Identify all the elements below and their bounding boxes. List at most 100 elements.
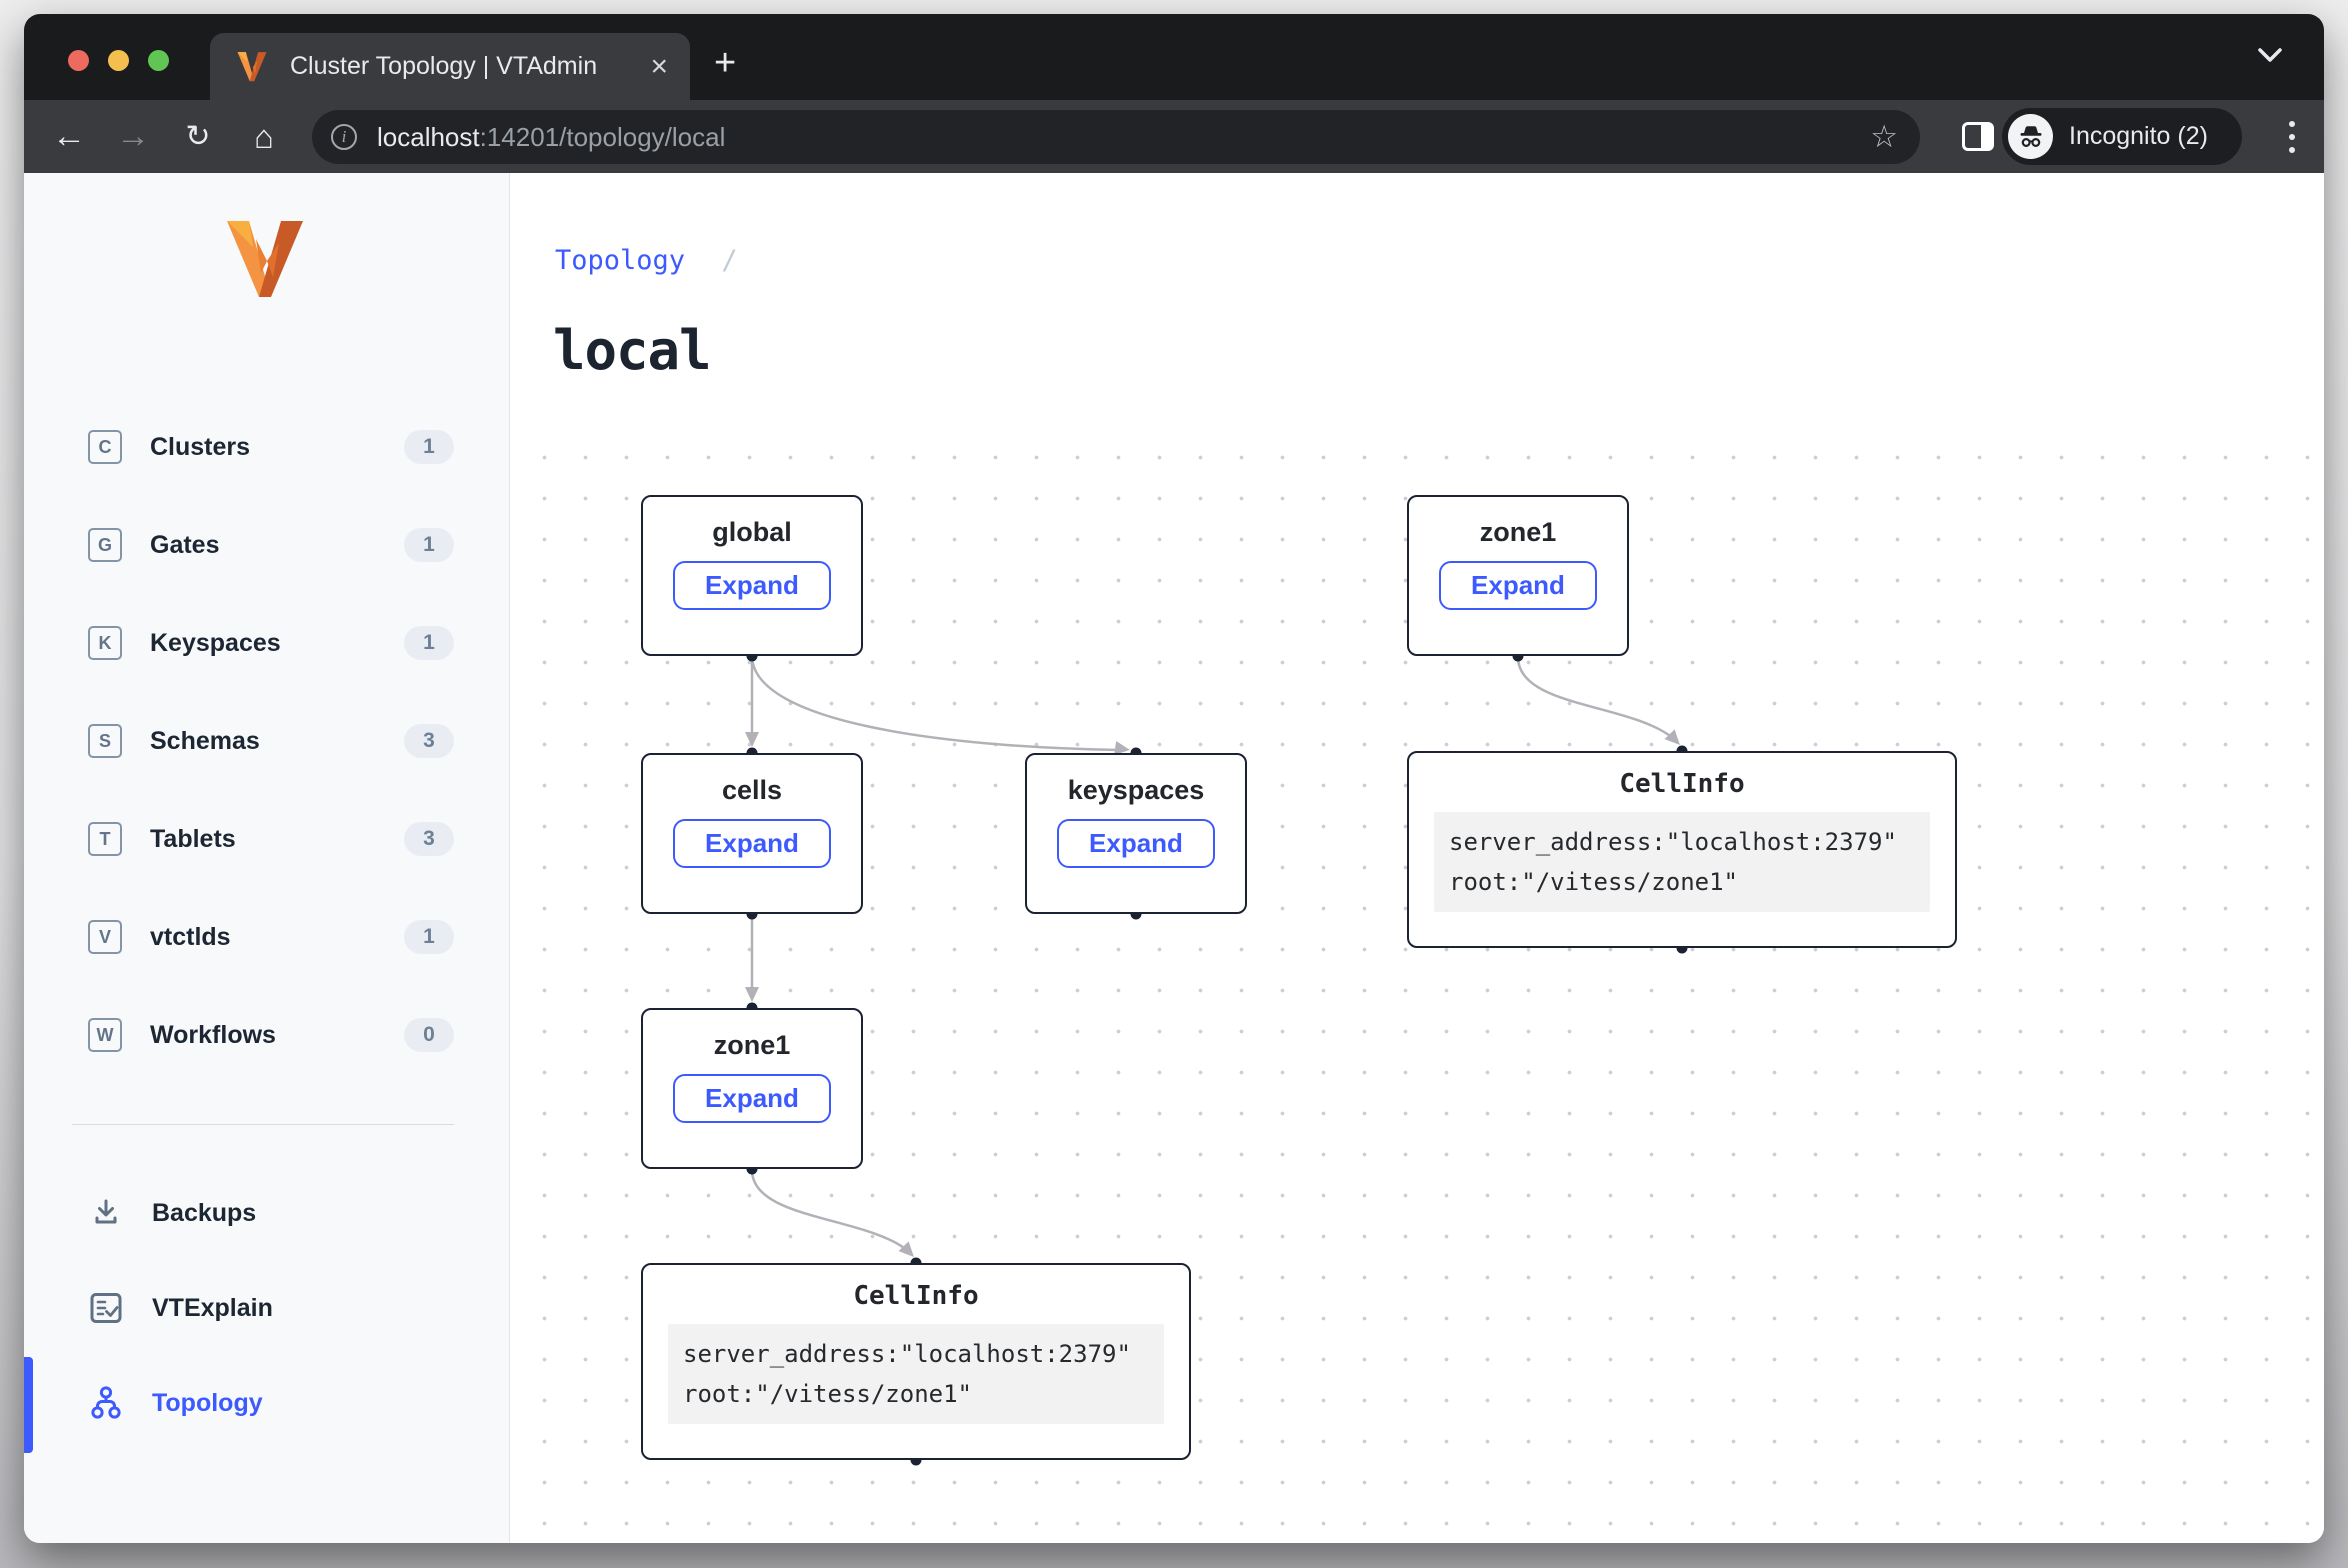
sidebar-item-label: Backups xyxy=(152,1198,257,1227)
clusters-letter-icon: C xyxy=(88,430,122,464)
browser-tab[interactable]: Cluster Topology | VTAdmin × xyxy=(210,33,690,100)
url-path: :14201/topology/local xyxy=(479,121,726,152)
node-global: global Expand xyxy=(641,495,863,656)
node-title: keyspaces xyxy=(1067,775,1205,805)
browser-window: Cluster Topology | VTAdmin × + ← → ↻ ⌂ i… xyxy=(24,14,2324,1543)
forward-icon[interactable]: → xyxy=(116,117,150,155)
gates-letter-icon: G xyxy=(88,528,122,562)
node-keyspaces: keyspaces Expand xyxy=(1025,753,1247,914)
download-icon xyxy=(95,1199,117,1224)
sidebar-item-gates[interactable]: G Gates 1 xyxy=(88,512,454,578)
back-icon[interactable]: ← xyxy=(52,117,86,155)
page-content: C Clusters 1 G Gates 1 K Keyspaces 1 S S… xyxy=(24,173,2324,1543)
topology-icon xyxy=(91,1386,121,1419)
sidebar-item-clusters[interactable]: C Clusters 1 xyxy=(88,414,454,480)
topology-canvas[interactable]: global Expand zone1 Expand cells Expand … xyxy=(510,450,2324,1543)
document-check-icon xyxy=(90,1293,122,1323)
home-icon[interactable]: ⌂ xyxy=(254,117,274,155)
node-title: CellInfo xyxy=(1619,769,1745,799)
node-zone1-lower: zone1 Expand xyxy=(641,1008,863,1169)
sidebar-item-tablets[interactable]: T Tablets 3 xyxy=(88,806,454,872)
tab-search-chevron-icon[interactable] xyxy=(2256,46,2284,64)
url-host: localhost xyxy=(377,121,480,152)
sidebar-item-label: Topology xyxy=(152,1388,263,1417)
incognito-avatar xyxy=(2008,114,2053,159)
site-info-icon[interactable]: i xyxy=(331,124,357,150)
window-minimize-button[interactable] xyxy=(108,50,129,71)
reload-icon[interactable]: ↻ xyxy=(185,120,211,153)
vitess-logo xyxy=(227,221,303,297)
expand-button[interactable]: Expand xyxy=(673,1074,831,1123)
tab-strip: Cluster Topology | VTAdmin × + xyxy=(24,14,2324,100)
window-zoom-button[interactable] xyxy=(148,50,169,71)
incognito-label: Incognito (2) xyxy=(2069,122,2208,150)
code-line: root:"/vitess/zone1" xyxy=(1449,868,1738,896)
browser-menu-icon[interactable] xyxy=(2272,100,2312,173)
url-text: localhost:14201/topology/local xyxy=(377,122,725,153)
window-close-button[interactable] xyxy=(68,50,89,71)
expand-button[interactable]: Expand xyxy=(1439,561,1597,610)
node-zone1-top: zone1 Expand xyxy=(1407,495,1629,656)
cellinfo-code: server_address:"localhost:2379" root:"/vi… xyxy=(1434,812,1930,912)
expand-button[interactable]: Expand xyxy=(673,561,831,610)
schemas-letter-icon: S xyxy=(88,724,122,758)
sidebar-item-topology[interactable]: Topology xyxy=(88,1370,454,1436)
node-cells: cells Expand xyxy=(641,753,863,914)
count-badge: 0 xyxy=(404,1018,454,1052)
sidebar-item-label: Tablets xyxy=(150,824,236,853)
sidebar-divider xyxy=(72,1124,454,1125)
sidebar-item-label: Keyspaces xyxy=(150,628,281,657)
code-line: server_address:"localhost:2379" xyxy=(683,1340,1131,1368)
breadcrumb-separator: / xyxy=(721,245,738,276)
sidebar: C Clusters 1 G Gates 1 K Keyspaces 1 S S… xyxy=(24,173,510,1543)
node-title: zone1 xyxy=(1479,517,1557,547)
count-badge: 1 xyxy=(404,920,454,954)
keyspaces-letter-icon: K xyxy=(88,626,122,660)
main-pane: Topology / local xyxy=(510,173,2324,1543)
sidebar-item-schemas[interactable]: S Schemas 3 xyxy=(88,708,454,774)
breadcrumb-topology-link[interactable]: Topology xyxy=(555,245,686,276)
sidebar-item-workflows[interactable]: W Workflows 0 xyxy=(88,1002,454,1068)
count-badge: 3 xyxy=(404,724,454,758)
sidebar-item-label: Clusters xyxy=(150,432,251,461)
code-line: root:"/vitess/zone1" xyxy=(683,1380,972,1408)
page-title: local xyxy=(553,319,712,382)
tab-close-icon[interactable]: × xyxy=(650,49,668,83)
address-bar[interactable]: i localhost:14201/topology/local ☆ xyxy=(312,110,1920,164)
incognito-badge[interactable]: Incognito (2) xyxy=(2002,108,2242,165)
expand-button[interactable]: Expand xyxy=(673,819,831,868)
vtctlds-letter-icon: V xyxy=(88,920,122,954)
sidebar-item-label: Schemas xyxy=(150,726,260,755)
tab-title: Cluster Topology | VTAdmin xyxy=(290,52,598,80)
expand-button[interactable]: Expand xyxy=(1057,819,1215,868)
browser-toolbar: ← → ↻ ⌂ i localhost:14201/topology/local… xyxy=(24,100,2324,173)
tablets-letter-icon: T xyxy=(88,822,122,856)
sidebar-item-label: VTExplain xyxy=(152,1293,273,1322)
sidebar-item-vtexplain[interactable]: VTExplain xyxy=(88,1275,454,1341)
node-title: zone1 xyxy=(713,1030,791,1060)
incognito-icon xyxy=(2020,125,2041,147)
side-panel-icon[interactable] xyxy=(1962,122,1994,151)
node-cellinfo-right: CellInfo server_address:"localhost:2379"… xyxy=(1407,751,1957,948)
cellinfo-code: server_address:"localhost:2379" root:"/vi… xyxy=(668,1324,1164,1424)
vitess-favicon-icon xyxy=(237,51,267,81)
sidebar-item-vtctlds[interactable]: V vtctlds 1 xyxy=(88,904,454,970)
sidebar-item-label: Gates xyxy=(150,530,220,559)
sidebar-tools: Backups VTExplain xyxy=(88,1180,454,1465)
count-badge: 1 xyxy=(404,528,454,562)
active-nav-indicator xyxy=(24,1357,33,1453)
node-cellinfo-bottom: CellInfo server_address:"localhost:2379"… xyxy=(641,1263,1191,1460)
count-badge: 3 xyxy=(404,822,454,856)
code-line: server_address:"localhost:2379" xyxy=(1449,828,1897,856)
breadcrumb: Topology / xyxy=(555,245,738,276)
bookmark-star-icon[interactable]: ☆ xyxy=(1870,119,1898,154)
sidebar-item-keyspaces[interactable]: K Keyspaces 1 xyxy=(88,610,454,676)
node-title: CellInfo xyxy=(853,1281,979,1311)
node-title: global xyxy=(712,517,792,547)
sidebar-nav: C Clusters 1 G Gates 1 K Keyspaces 1 S S… xyxy=(88,414,454,1100)
sidebar-item-backups[interactable]: Backups xyxy=(88,1180,454,1246)
workflows-letter-icon: W xyxy=(88,1018,122,1052)
node-title: cells xyxy=(721,775,783,805)
count-badge: 1 xyxy=(404,430,454,464)
new-tab-button[interactable]: + xyxy=(714,42,737,84)
